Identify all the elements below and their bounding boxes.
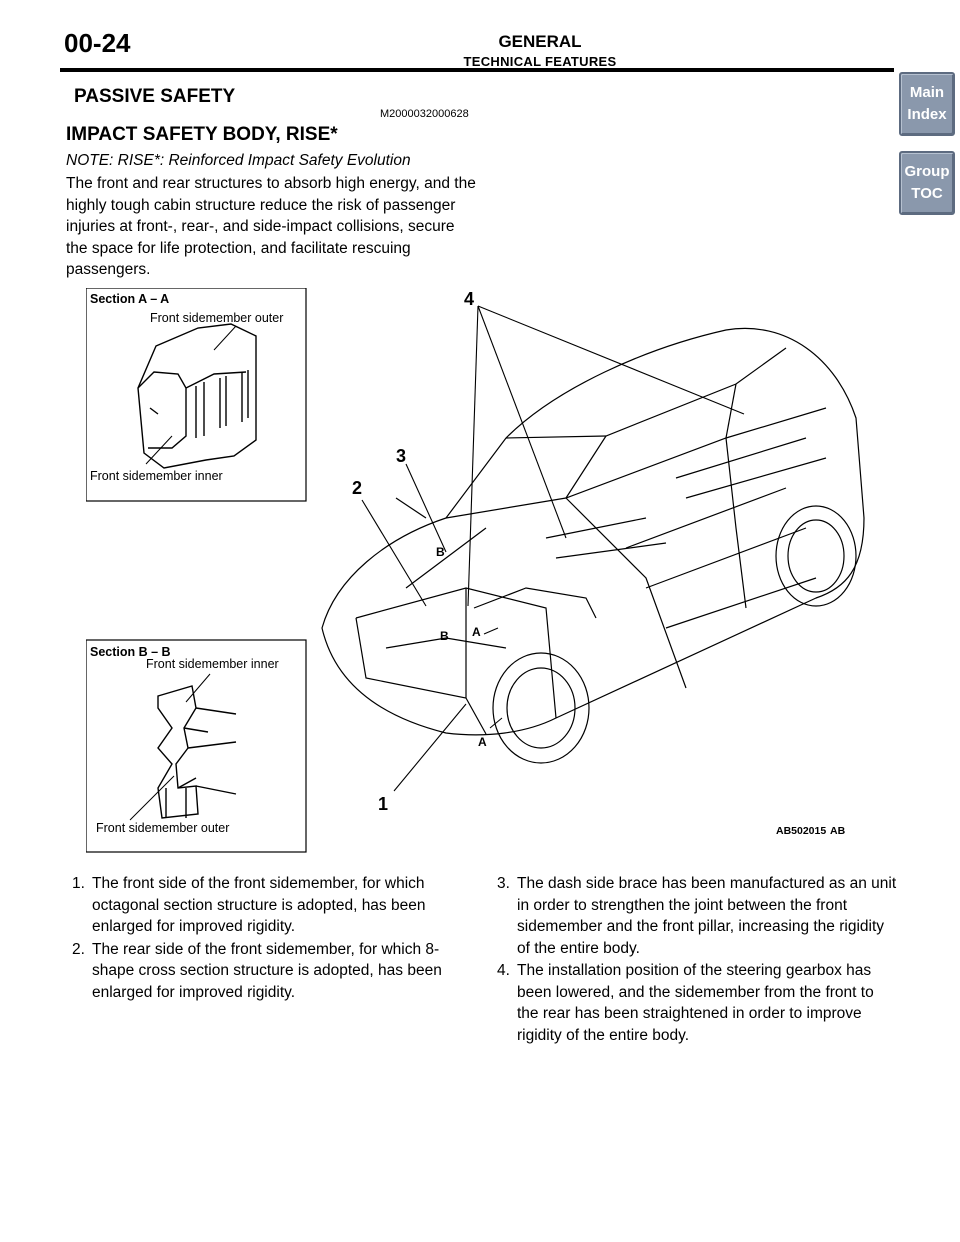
list-item-text: The rear side of the front sidemember, f… (92, 940, 442, 1001)
section-a-panel: Section A – A Front sidemember outer Fro… (86, 288, 307, 502)
section-b-panel: Section B – B Front sidemember inner Fro… (86, 639, 307, 853)
list-item-number: 4. (497, 962, 510, 979)
group-toc-button[interactable]: Group TOC (899, 151, 955, 215)
section-b-inner-leader (185, 673, 211, 703)
section-a-inner-leader (145, 435, 173, 465)
list-item: 2. The rear side of the front sidemember… (72, 939, 472, 1004)
main-index-label-2: Index (907, 106, 947, 123)
list-item-text: The front side of the front sidemember, … (92, 875, 426, 935)
group-toc-label-1: Group (904, 163, 950, 180)
list-item: 3. The dash side brace has been manufact… (497, 873, 897, 959)
callout-4: 4 (464, 289, 474, 309)
vehicle-body-drawing (321, 327, 865, 764)
figure-code: AB502015 AB (776, 825, 846, 837)
note: NOTE: RISE*: Reinforced Impact Safety Ev… (66, 152, 411, 169)
main-index-label-1: Main (909, 84, 945, 101)
callout-1: 1 (378, 794, 388, 814)
callout-1-leader (393, 703, 467, 792)
callout-3-leader (405, 463, 447, 553)
sub-title: IMPACT SAFETY BODY, RISE* (66, 124, 338, 145)
section-b-outer-label: Front sidemember outer (96, 821, 229, 835)
marker-b-lower: B (440, 629, 449, 643)
callouts: 4 3 2 1 B B A A (352, 289, 745, 814)
body-structure-figure: Section A – A Front sidemember outer Fro… (86, 288, 865, 853)
section-a-inner-label: Front sidemember inner (90, 469, 223, 483)
page-number: 00-24 (64, 28, 131, 58)
callout-2: 2 (352, 478, 362, 498)
callout-4-leader-b (477, 305, 567, 539)
list-item-number: 1. (72, 875, 85, 892)
main-index-button[interactable]: Main Index (899, 72, 955, 136)
list-item: 1. The front side of the front sidemembe… (72, 873, 472, 938)
section-b-inner-label: Front sidemember inner (146, 657, 279, 671)
callout-4-leader-c (477, 305, 745, 415)
callout-2-leader (361, 499, 427, 607)
list-item-text: The installation position of the steerin… (517, 962, 874, 1044)
callout-4-leader-a (467, 305, 479, 607)
header-rule (60, 68, 894, 72)
section-a-outer-label: Front sidemember outer (150, 311, 283, 325)
eight-shape-section-drawing (157, 685, 237, 819)
marker-a-upper-arrow (483, 627, 499, 635)
figure-code-suffix: AB (830, 825, 846, 837)
list-item: 4. The installation position of the stee… (497, 960, 897, 1046)
features-list-left: 1. The front side of the front sidemembe… (72, 873, 472, 1004)
section-b-title: Section B – B (90, 645, 171, 659)
figure-code-number: AB502015 (776, 825, 826, 837)
section-code: M2000032000628 (380, 108, 469, 120)
callout-3: 3 (396, 446, 406, 466)
intro-paragraph: The front and rear structures to absorb … (66, 175, 476, 278)
marker-a-lower: A (478, 735, 487, 749)
section-a-title: Section A – A (90, 292, 169, 306)
features-list-right: 3. The dash side brace has been manufact… (497, 873, 897, 1047)
marker-b-upper: B (436, 545, 445, 559)
header-group: GENERAL (498, 32, 582, 51)
marker-a-lower-arrow (489, 717, 503, 729)
list-item-text: The dash side brace has been manufacture… (517, 875, 897, 957)
section-b-outer-leader (129, 775, 175, 821)
header-section: TECHNICAL FEATURES (463, 54, 617, 69)
group-toc-label-2: TOC (911, 185, 943, 202)
section-a-outer-leader (213, 325, 237, 351)
list-item-number: 2. (72, 940, 85, 958)
marker-a-upper: A (472, 625, 481, 639)
octagonal-section-drawing (137, 323, 257, 469)
section-title: PASSIVE SAFETY (74, 86, 236, 107)
list-item-number: 3. (497, 875, 510, 892)
